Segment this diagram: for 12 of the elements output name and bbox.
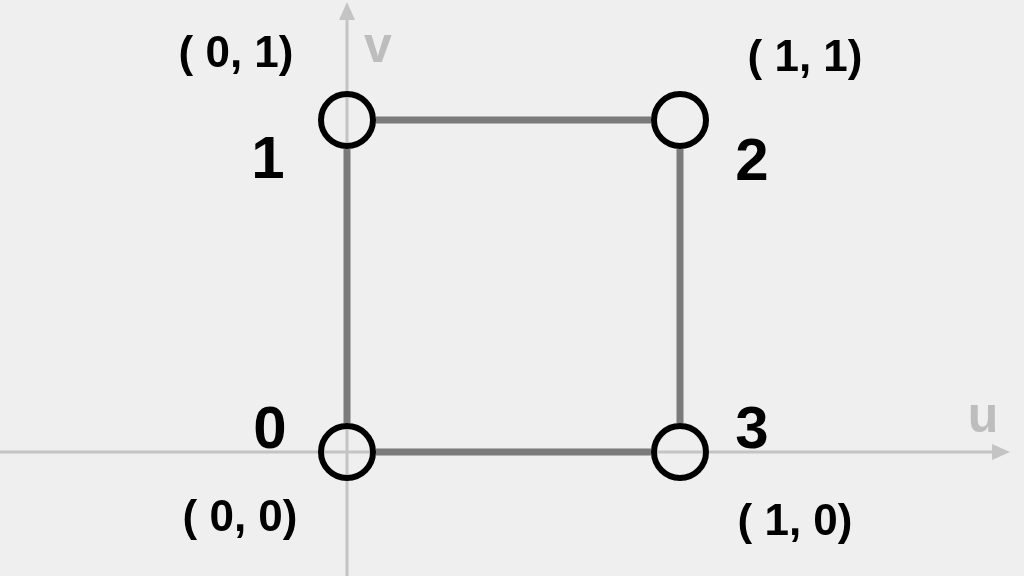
coordinate-label: ( 1, 0) [737, 498, 853, 542]
vertex-circle [318, 423, 376, 481]
vertex-number: 3 [735, 398, 769, 458]
vertex-circle [651, 423, 709, 481]
coordinate-label: ( 0, 0) [182, 494, 298, 538]
vertex-circle [318, 91, 376, 149]
vertex-number: 1 [251, 128, 285, 188]
vertex-number: 0 [253, 398, 287, 458]
coordinate-label: ( 1, 1) [747, 34, 863, 78]
vertex-circle [651, 91, 709, 149]
coordinate-label: ( 0, 1) [178, 30, 294, 74]
vertex-number: 2 [735, 130, 769, 190]
